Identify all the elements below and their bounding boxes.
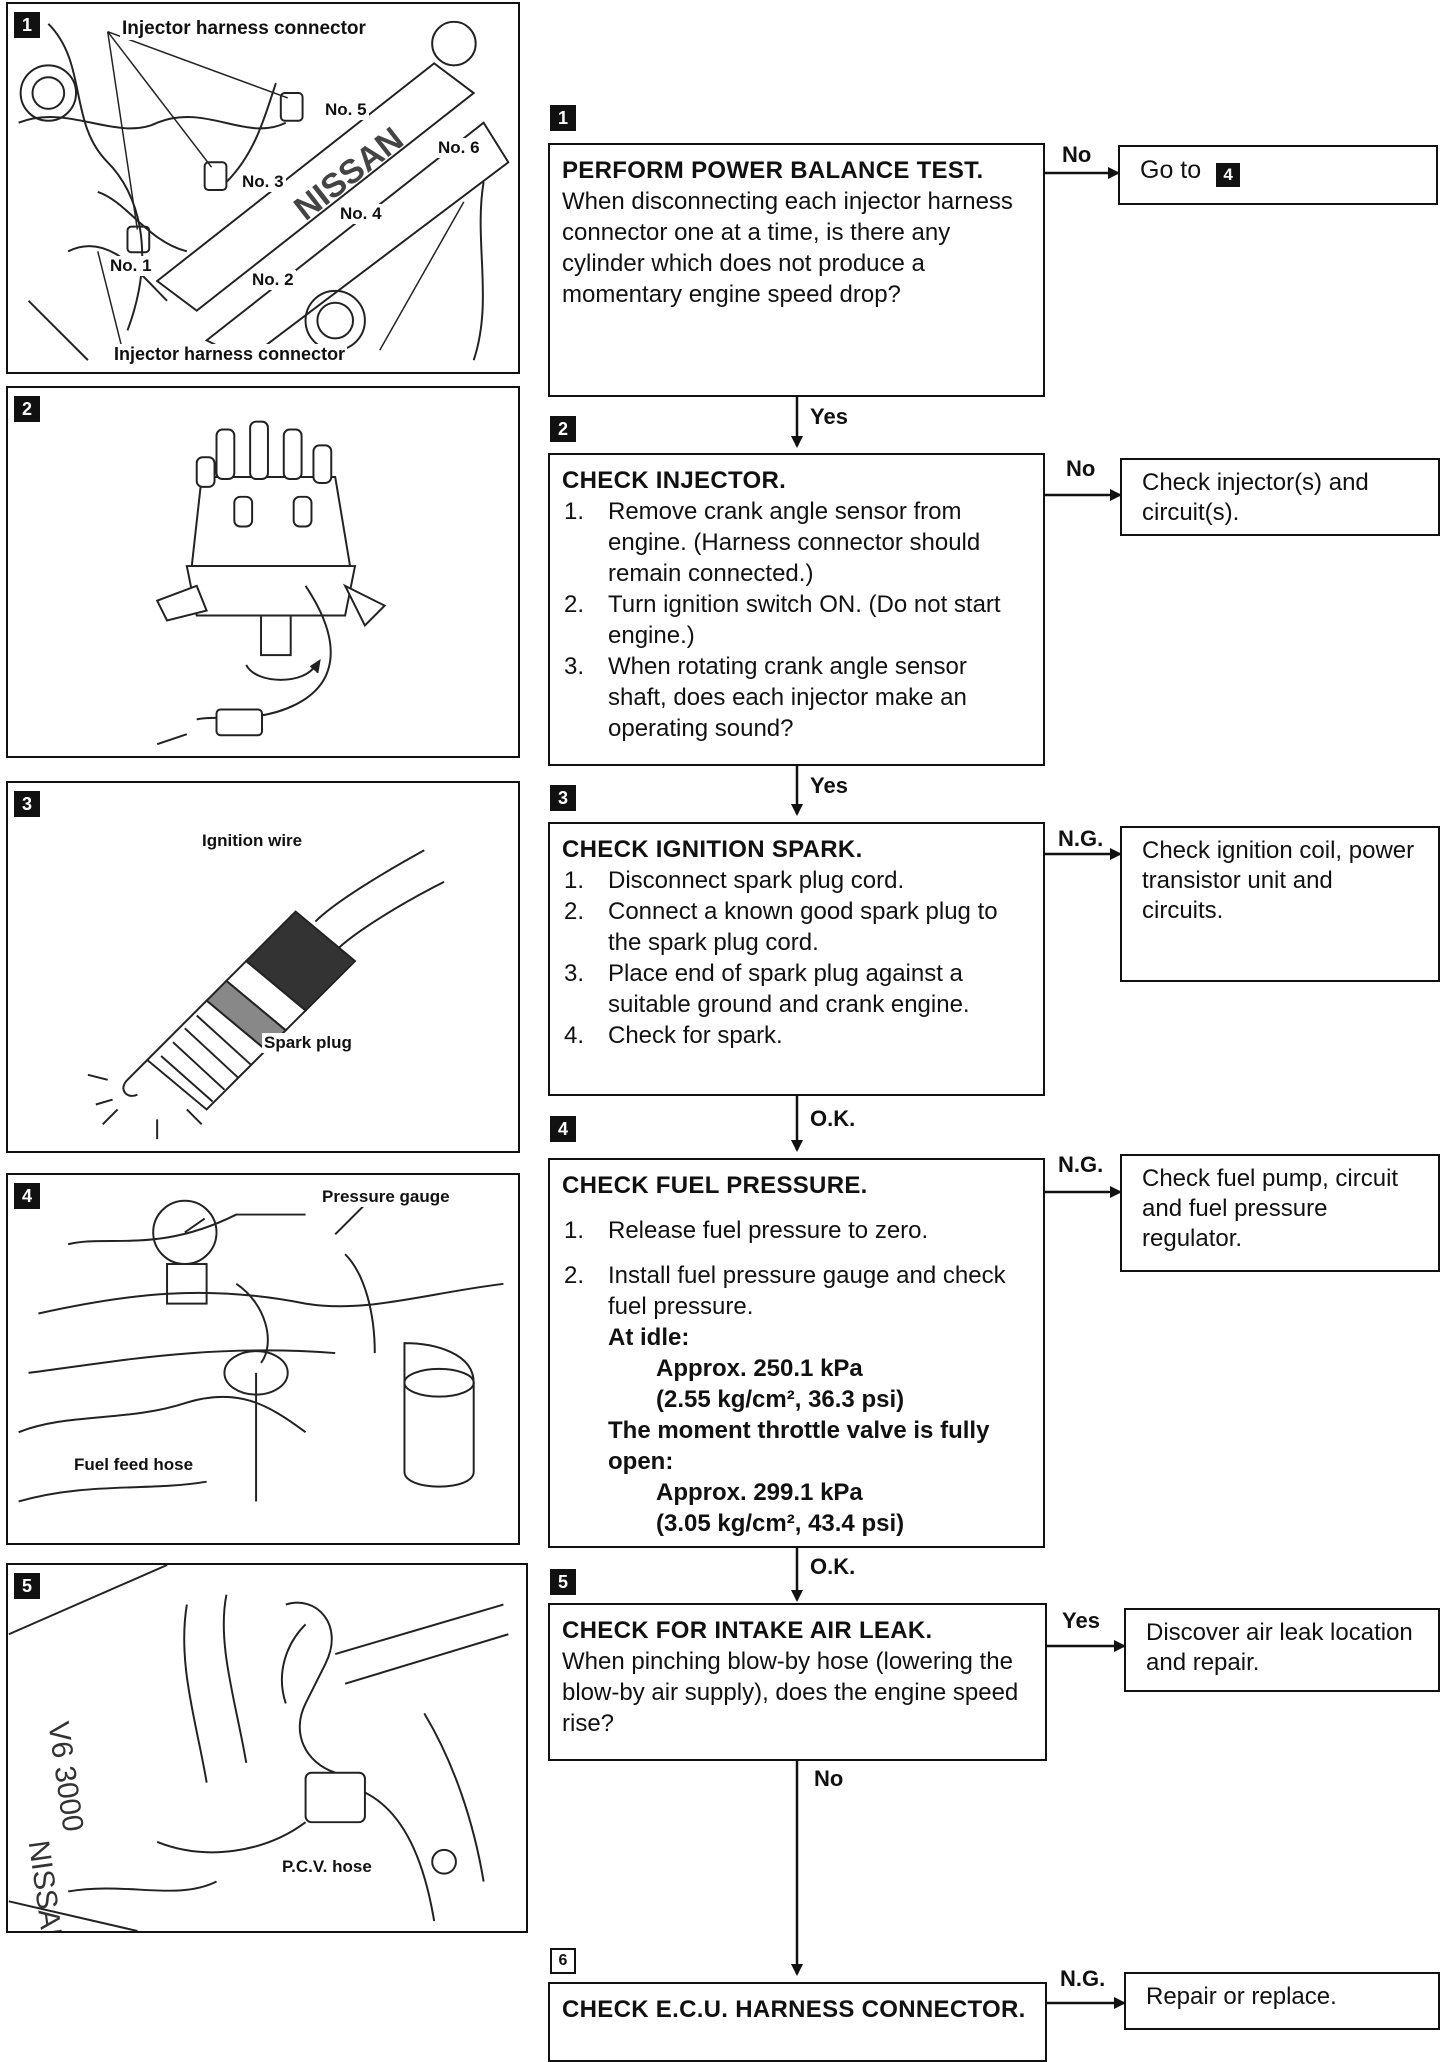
step-4-badge: 4 — [550, 1116, 576, 1142]
step-2-box: CHECK INJECTOR. 1.Remove crank angle sen… — [548, 453, 1045, 766]
step-3-item: 2.Connect a known good spark plug to the… — [564, 898, 998, 956]
step-6-branch-label: N.G. — [1060, 1966, 1106, 1991]
label-no6: No. 6 — [436, 138, 482, 158]
label-ignition-wire: Ignition wire — [200, 831, 305, 851]
illustration-badge: 3 — [14, 791, 40, 817]
illustration-fuel-pressure-gauge: 4 Pressure gauge Fuel feed hose — [6, 1173, 520, 1545]
step-1-result-text: Go to — [1140, 156, 1202, 184]
illustration-badge: 5 — [14, 1573, 40, 1599]
idle-value: Approx. 250.1 kPa — [656, 1355, 863, 1382]
step-4-item: 1.Release fuel pressure to zero. — [564, 1217, 929, 1244]
step-5-title: CHECK FOR INTAKE AIR LEAK. — [562, 1617, 933, 1644]
step-2-next-label: Yes — [810, 773, 848, 798]
step-3-badge: 3 — [550, 785, 576, 811]
step-4-list: 1.Release fuel pressure to zero. 2.Insta… — [562, 1215, 1031, 1539]
step-5-body: When pinching blow-by hose (lowering the… — [562, 1648, 1019, 1737]
illustration-badge: 1 — [14, 12, 40, 38]
step-6-title: CHECK E.C.U. HARNESS CONNECTOR. — [562, 1996, 1026, 2023]
step-1-badge: 1 — [550, 105, 576, 131]
step-6-badge: 6 — [550, 1948, 576, 1974]
step-3-result: Check ignition coil, power transistor un… — [1120, 826, 1440, 982]
step-4-item: 2.Install fuel pressure gauge and check … — [562, 1260, 1031, 1539]
step-3-box: CHECK IGNITION SPARK. 1.Disconnect spark… — [548, 822, 1045, 1096]
label-pcv-hose: P.C.V. hose — [280, 1857, 374, 1877]
label-pressure-gauge: Pressure gauge — [320, 1187, 452, 1207]
full-open-value: Approx. 299.1 kPa — [656, 1479, 863, 1506]
label-no5: No. 5 — [323, 100, 369, 120]
step-2-branch-label: No — [1066, 456, 1096, 481]
step-1-title: PERFORM POWER BALANCE TEST. — [562, 157, 984, 184]
step-5-box: CHECK FOR INTAKE AIR LEAK. When pinching… — [548, 1603, 1047, 1761]
step-1-next-label: Yes — [810, 404, 848, 429]
step-3-next-label: O.K. — [810, 1106, 856, 1131]
step-2-item: 2.Turn ignition switch ON. (Do not start… — [564, 591, 1001, 649]
step-3-item: 4.Check for spark. — [564, 1022, 783, 1049]
label-no4: No. 4 — [338, 204, 384, 224]
engine-brand-text: NISSAN — [22, 1838, 70, 1931]
step-2-list: 1.Remove crank angle sensor from engine.… — [562, 496, 1031, 744]
illustration-injector-connectors: NISSAN 1 Injector harness connector No. … — [6, 2, 520, 374]
step-2-badge: 2 — [550, 416, 576, 442]
illustration-crank-angle-sensor: 2 — [6, 386, 520, 758]
step-2-item: 3.When rotating crank angle sensor shaft… — [564, 653, 967, 742]
step-4-result: Check fuel pump, circuit and fuel pressu… — [1120, 1154, 1440, 1272]
step-3-item: 1.Disconnect spark plug cord. — [564, 867, 905, 894]
step-6-box: CHECK E.C.U. HARNESS CONNECTOR. — [548, 1982, 1047, 2062]
step-3-branch-label: N.G. — [1058, 826, 1104, 851]
goto-step-4-badge: 4 — [1216, 163, 1241, 187]
step-5-badge: 5 — [550, 1569, 576, 1595]
step-4-next-label: O.K. — [810, 1554, 856, 1579]
fuel-gauge-drawing — [18, 1199, 504, 1503]
step-3-title: CHECK IGNITION SPARK. — [562, 836, 863, 863]
label-no3: No. 3 — [240, 172, 286, 192]
spark-plug-drawing — [87, 849, 445, 1140]
label-spark-plug: Spark plug — [262, 1033, 354, 1053]
illustration-pcv-hose: V6 3000 NISSAN 5 P.C.V. hose — [6, 1563, 528, 1933]
step-2-result: Check injector(s) and circuit(s). — [1120, 458, 1440, 536]
step-4-box: CHECK FUEL PRESSURE. 1.Release fuel pres… — [548, 1158, 1045, 1548]
idle-label: At idle: — [608, 1324, 690, 1351]
step-5-result: Discover air leak location and repair. — [1124, 1608, 1440, 1692]
step-1-branch-label: No — [1062, 142, 1092, 167]
step-5-branch-label: Yes — [1062, 1608, 1100, 1633]
engine-model-text: V6 3000 — [41, 1720, 89, 1834]
step-2-title: CHECK INJECTOR. — [562, 467, 787, 494]
pcv-hose-drawing: V6 3000 NISSAN — [8, 1565, 509, 1931]
full-open-value-units: (3.05 kg/cm², 43.4 psi) — [656, 1510, 905, 1537]
step-2-item: 1.Remove crank angle sensor from engine.… — [564, 498, 981, 587]
step-5-next-label: No — [814, 1766, 844, 1791]
full-open-label: The moment throttle valve is fully open: — [608, 1417, 990, 1475]
label-fuel-feed-hose: Fuel feed hose — [72, 1455, 196, 1475]
step-1-box: PERFORM POWER BALANCE TEST. When disconn… — [548, 143, 1045, 397]
illustration-badge: 4 — [14, 1183, 40, 1209]
step-1-body: When disconnecting each injector harness… — [562, 188, 1013, 308]
step-3-list: 1.Disconnect spark plug cord. 2.Connect … — [562, 865, 1031, 1051]
label-no2: No. 2 — [250, 270, 296, 290]
label-injector-connector-bottom: Injector harness connector — [112, 344, 348, 365]
illustration-spark-plug: 3 Ignition wire Spark plug — [6, 781, 520, 1153]
step-4-branch-label: N.G. — [1058, 1152, 1104, 1177]
distributor-drawing — [155, 420, 387, 746]
illustration-badge: 2 — [14, 396, 40, 422]
step-4-title: CHECK FUEL PRESSURE. — [562, 1172, 868, 1199]
step-6-result: Repair or replace. — [1124, 1972, 1440, 2030]
label-no1: No. 1 — [108, 256, 154, 276]
step-1-result: Go to 4 — [1118, 145, 1438, 205]
idle-value-units: (2.55 kg/cm², 36.3 psi) — [656, 1386, 905, 1413]
step-3-item: 3.Place end of spark plug against a suit… — [564, 960, 970, 1018]
label-injector-connector-top: Injector harness connector — [120, 18, 368, 40]
